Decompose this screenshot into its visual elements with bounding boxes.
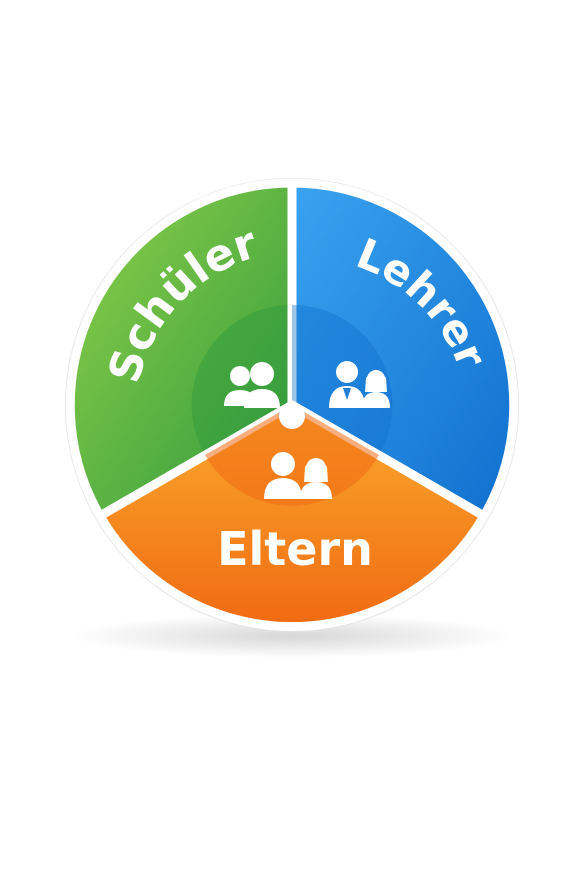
- group-icon: [224, 362, 280, 408]
- segment-label-eltern: Eltern: [217, 522, 373, 576]
- ground-shadow: [70, 614, 514, 658]
- center-hub: [279, 403, 305, 429]
- parents-icon: [264, 452, 332, 499]
- segment-eltern: Eltern: [95, 400, 489, 632]
- teacher-icon: [329, 361, 390, 408]
